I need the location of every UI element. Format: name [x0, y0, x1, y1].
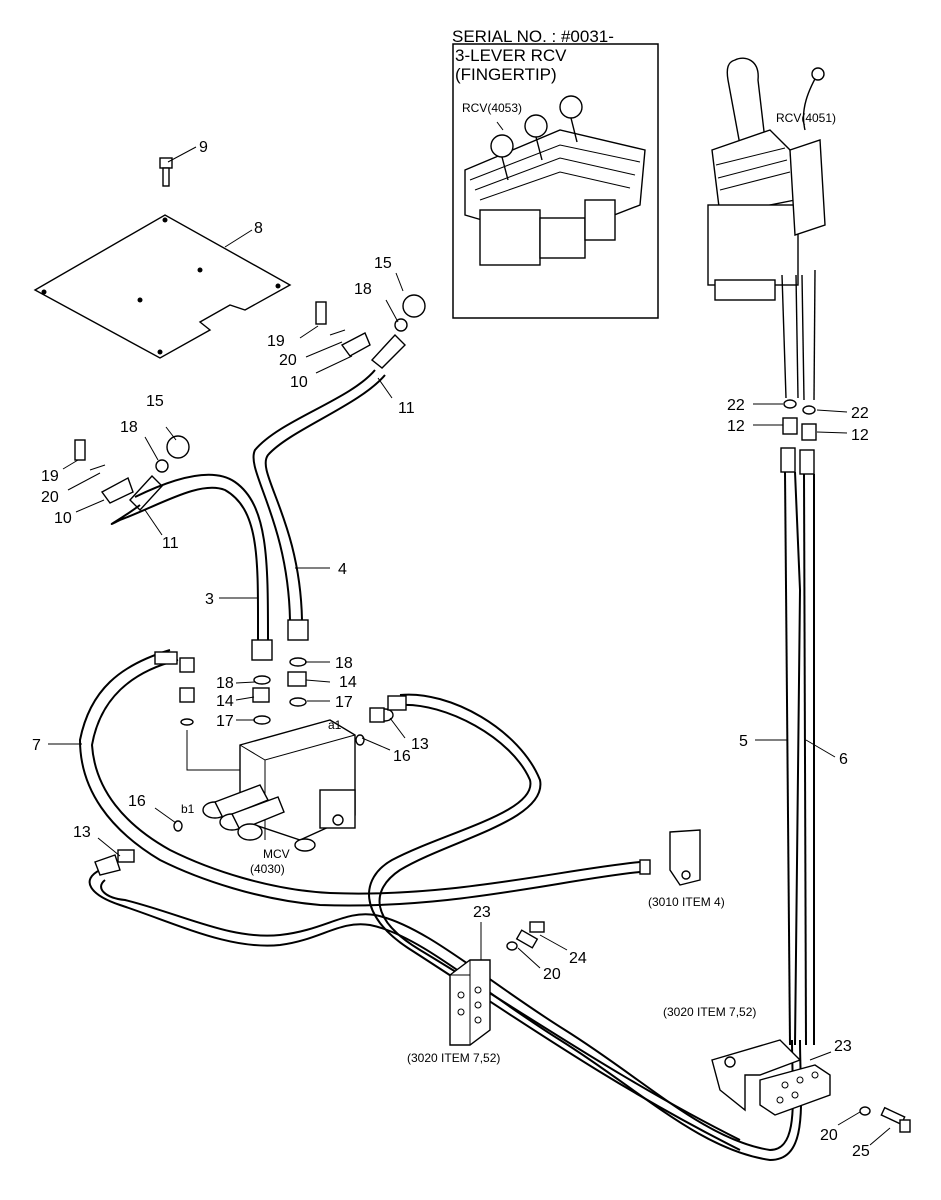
callout-23-left: 23	[473, 904, 491, 921]
callout-24: 24	[569, 950, 587, 967]
leader-lines	[48, 146, 891, 1146]
callout-19-lower: 19	[41, 468, 59, 485]
fingertip-rcv-drawing	[464, 95, 646, 266]
hose-7	[78, 649, 641, 907]
hose-13-lower-inner	[100, 879, 794, 1152]
hose-13-upper-inner	[368, 703, 741, 1151]
callout-20-clamp-left: 20	[543, 966, 561, 983]
clamp-23-right	[711, 1039, 911, 1133]
callout-10-lower: 10	[54, 510, 72, 527]
serial-number-label: SERIAL NO. : #0031-	[452, 27, 614, 46]
mcv-4030: MCV (4030) a1 b1	[173, 707, 394, 876]
hose-7-inner	[90, 659, 641, 895]
fingertip-label: (FINGERTIP)	[455, 65, 557, 84]
bracket-3010: (3010 ITEM 4)	[648, 829, 725, 909]
ref-3010-label: (3010 ITEM 4)	[648, 895, 725, 909]
callout-17-mcv-left: 17	[216, 713, 234, 730]
callout-19-upper: 19	[267, 333, 285, 350]
callout-numbers: 9 8 15 18 19 20 10 11 15 18 19 20 10 11 …	[32, 139, 870, 1160]
callout-4: 4	[338, 561, 347, 578]
callout-12-right: 12	[851, 427, 869, 444]
callout-18-upper: 18	[354, 281, 372, 298]
hose-6	[803, 473, 807, 1046]
rcv-4053-label: RCV(4053)	[462, 101, 522, 115]
port-b1-label: b1	[181, 802, 195, 816]
callout-8: 8	[254, 220, 263, 237]
callout-22-left: 22	[727, 397, 745, 414]
hose-7-end	[154, 651, 178, 665]
callout-20-clamp-right: 20	[820, 1127, 838, 1144]
callout-25: 25	[852, 1143, 870, 1160]
hose-13-lower-end	[94, 854, 121, 876]
hose-13-upper	[378, 693, 741, 1141]
hose-7-tail	[639, 859, 651, 875]
ref-3020-upper-label: (3020 ITEM 7,52)	[663, 1005, 756, 1019]
callout-17-mcv-right: 17	[335, 694, 353, 711]
serial-inset: SERIAL NO. : #0031- 3-LEVER RCV (FINGERT…	[452, 27, 659, 319]
hose-4-inner	[264, 374, 386, 621]
hose-4-end	[287, 619, 309, 641]
callout-15-upper: 15	[374, 255, 392, 272]
clamp-23-left	[449, 921, 545, 1046]
callout-23-right: 23	[834, 1038, 852, 1055]
callout-16-left: 16	[128, 793, 146, 810]
hose-13-lower	[88, 869, 803, 1162]
callout-13-left: 13	[73, 824, 91, 841]
hose-13-upper-end	[387, 695, 407, 711]
callout-3: 3	[205, 591, 214, 608]
mcv-port-fittings	[179, 657, 307, 771]
rcv-type-label: 3-LEVER RCV	[455, 46, 567, 65]
upper-left-fittings	[74, 435, 190, 512]
hose-4	[252, 369, 376, 621]
callout-16-right: 16	[393, 748, 411, 765]
callout-20-upper: 20	[279, 352, 297, 369]
callout-11-upper: 11	[398, 400, 415, 417]
rcv-fittings	[780, 399, 817, 475]
callout-20-lower: 20	[41, 489, 59, 506]
callout-7: 7	[32, 737, 41, 754]
callout-18-mcv-left: 18	[216, 675, 234, 692]
hose-3-inner	[134, 473, 269, 641]
callout-13-right: 13	[411, 736, 429, 753]
callout-12-left: 12	[727, 418, 745, 435]
callout-6: 6	[839, 751, 848, 768]
hose-13-lower-nut	[117, 849, 135, 863]
cover-plate-8	[33, 157, 292, 359]
mcv-label: MCV	[263, 847, 290, 861]
rcv-4051-assembly: RCV(4051)	[707, 57, 836, 401]
callout-18-mcv-right: 18	[335, 655, 353, 672]
callout-22-right: 22	[851, 405, 869, 422]
callout-11-lower: 11	[162, 535, 179, 552]
upper-right-fittings	[315, 294, 426, 369]
hose-5	[784, 471, 791, 1046]
callout-15-lower: 15	[146, 393, 164, 410]
callout-14-mcv-left: 14	[216, 693, 234, 710]
hose-3	[110, 486, 260, 641]
mcv-number-label: (4030)	[250, 862, 285, 876]
hose-5-inner	[794, 471, 802, 1046]
callout-9: 9	[199, 139, 208, 156]
hose-3-end	[251, 639, 273, 661]
callout-14-mcv-right: 14	[339, 674, 357, 691]
callout-18-lower: 18	[120, 419, 138, 436]
ref-3020-lower-label: (3020 ITEM 7,52)	[407, 1051, 500, 1065]
port-a1-label: a1	[328, 718, 342, 732]
callout-5: 5	[739, 733, 748, 750]
rcv-4051-label: RCV(4051)	[776, 111, 836, 125]
callout-10-upper: 10	[290, 374, 308, 391]
